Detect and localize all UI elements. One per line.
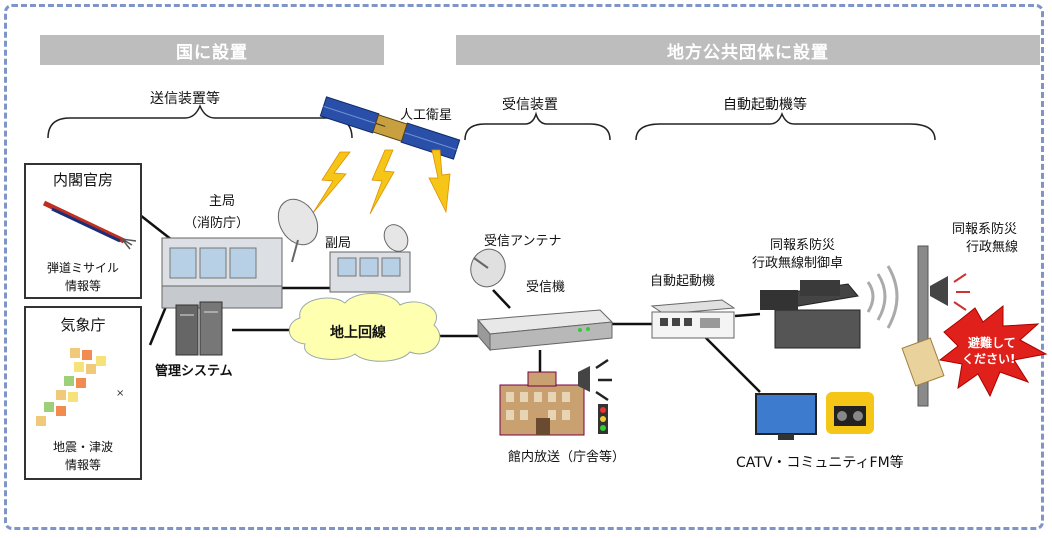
radio-pole-icon [901, 245, 945, 407]
brace-auto [635, 111, 936, 141]
main-station-dish-icon [277, 198, 319, 263]
line-cabinet-main [139, 214, 173, 241]
catv-label: CATV・コミュニティFM等 [736, 455, 904, 471]
alert-line2: ください! [962, 352, 1016, 366]
svg-text:×: × [116, 388, 124, 399]
ground-line-cloud [288, 293, 441, 362]
meteo-box: 気象庁 × 地震・津波 情報等 [24, 306, 142, 480]
auto-starter-label: 自動起動機 [650, 274, 716, 289]
cabinet-title: 内閣官房 [52, 171, 113, 189]
traffic-signal-icon [598, 404, 608, 434]
brace-transmit [47, 104, 353, 139]
radio-icon [826, 392, 874, 434]
meteo-title: 気象庁 [60, 316, 106, 334]
group-auto-label: 自動起動機等 [723, 97, 807, 113]
government-building-icon [499, 371, 585, 436]
ground-line-label: 地上回線 [330, 325, 386, 341]
lightning-bolt-3-icon [428, 149, 451, 214]
receive-antenna-icon [470, 248, 506, 288]
sub-station-equipment [329, 251, 411, 293]
main-station-title: 主局 [209, 194, 236, 209]
cabinet-box: 内閣官房 弾道ミサイル 情報等 [24, 163, 142, 299]
server-icon [175, 301, 223, 356]
line-antenna-receiver [492, 289, 511, 309]
antenna-label: 受信アンテナ [484, 234, 562, 249]
main-station-equipment [161, 237, 283, 309]
missile-icon [42, 200, 137, 250]
banner-national: 国に設置 [40, 35, 384, 65]
auto-starter-device-icon [650, 299, 736, 339]
sound-waves-icon [866, 265, 899, 329]
line-auto-catv [699, 331, 761, 393]
diagram-frame [4, 4, 1044, 530]
meteo-caption-line1: 地震・津波 [52, 440, 113, 454]
management-label: 管理システム [155, 364, 233, 379]
radio-tower-line1: 同報系防災 [952, 222, 1018, 237]
sub-station-dish-icon [383, 224, 409, 252]
lightning-bolt-1-icon [312, 151, 351, 214]
banner-local-label: 地方公共団体に設置 [667, 42, 829, 63]
building-label: 館内放送（庁舎等） [508, 450, 626, 465]
meteo-caption-line2: 情報等 [64, 458, 101, 472]
brace-receive [464, 111, 611, 141]
receiver-device-icon [476, 309, 614, 352]
control-desk-line2: 行政無線制御卓 [752, 256, 844, 271]
control-desk-icon [760, 280, 861, 349]
cabinet-caption-line1: 弾道ミサイル [46, 261, 119, 275]
loudspeaker-icon [578, 358, 612, 402]
japan-map-icon: × [36, 348, 124, 426]
control-desk-line1: 同報系防災 [770, 238, 836, 253]
group-receive-label: 受信装置 [502, 97, 558, 113]
radio-tower-line2: 行政無線 [966, 240, 1019, 255]
main-station-subtitle: （消防庁） [184, 216, 250, 231]
satellite-icon [319, 96, 461, 160]
outdoor-speaker-icon [930, 273, 970, 311]
receiver-label: 受信機 [526, 280, 566, 295]
alert-burst-icon [938, 304, 1048, 398]
line-auto-desk [734, 312, 761, 318]
sub-station-label: 副局 [325, 236, 352, 251]
cabinet-caption-line2: 情報等 [64, 279, 101, 293]
tv-icon [755, 393, 817, 440]
alert-line1: 避難して [968, 336, 1016, 350]
banner-local: 地方公共団体に設置 [456, 35, 1040, 65]
banner-national-label: 国に設置 [176, 42, 248, 63]
group-transmit-label: 送信装置等 [150, 91, 220, 107]
lightning-bolt-2-icon [369, 149, 395, 215]
satellite-label: 人工衛星 [400, 108, 453, 123]
